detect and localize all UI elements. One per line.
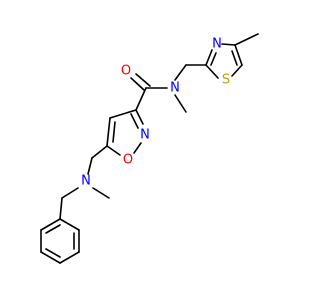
bonds [40,33,259,264]
atom-labels: O N N S N O N [81,37,230,189]
bond-thz-s1-c2 [205,64,219,79]
bond-ph-4-5 [40,251,61,264]
bond-ph-4-5-inner [45,248,61,258]
bond-namine-ch2 [61,187,79,199]
bond-carbonyl-double-a [130,77,145,91]
bond-c-isoxazole [135,87,147,111]
molecule-diagram: O N N S N O N [40,33,259,264]
bond-isx-o1-c5 [106,145,121,156]
bond-isx-c5-c4 [106,117,111,147]
bond-thz-c4-c5 [234,44,243,66]
bond-ch2-namine [87,157,93,175]
bond-isx-c5-c4-inner [112,121,116,143]
bond-isx-c3-n2 [135,109,144,125]
bond-thz-c2-n3 [205,49,213,66]
structure-svg: O N N S N O N [40,33,259,264]
bond-carbonyl-double-b [135,73,151,87]
bond-isx-ch2 [91,145,108,159]
bond-thz-methyl [234,33,259,46]
atom-s-thiazole: S [222,73,230,88]
bond-namide-methyl [174,94,187,113]
bond-thz-c5-s1 [231,64,243,77]
bond-namide-ch2 [174,64,187,81]
bond-namine-methyl [92,187,110,199]
bond-ph-3-4 [59,251,80,264]
bond-ph-6-1-inner [45,224,61,234]
bond-ph-1-2 [59,218,80,231]
bond-isx-c4-c3 [109,109,137,119]
atom-o-carbonyl: O [121,64,131,79]
bond-thz-c2-n3-inner [210,52,217,66]
atom-o-isoxazole: O [123,153,133,168]
bond-isx-n2-o1 [133,142,142,154]
bond-ph-6-1 [40,218,61,231]
atom-n-amide: N [170,81,180,96]
atom-n-isoxazole: N [140,128,150,143]
atom-n-amine: N [81,174,91,189]
bond-thz-c4-c5-inner [231,50,238,66]
bond-isx-c3-n2-inner [130,113,139,129]
bond-thz-n3-c4 [221,43,236,46]
atom-n-thiazole: N [212,37,222,52]
bond-ch2-phenyl [59,197,63,220]
